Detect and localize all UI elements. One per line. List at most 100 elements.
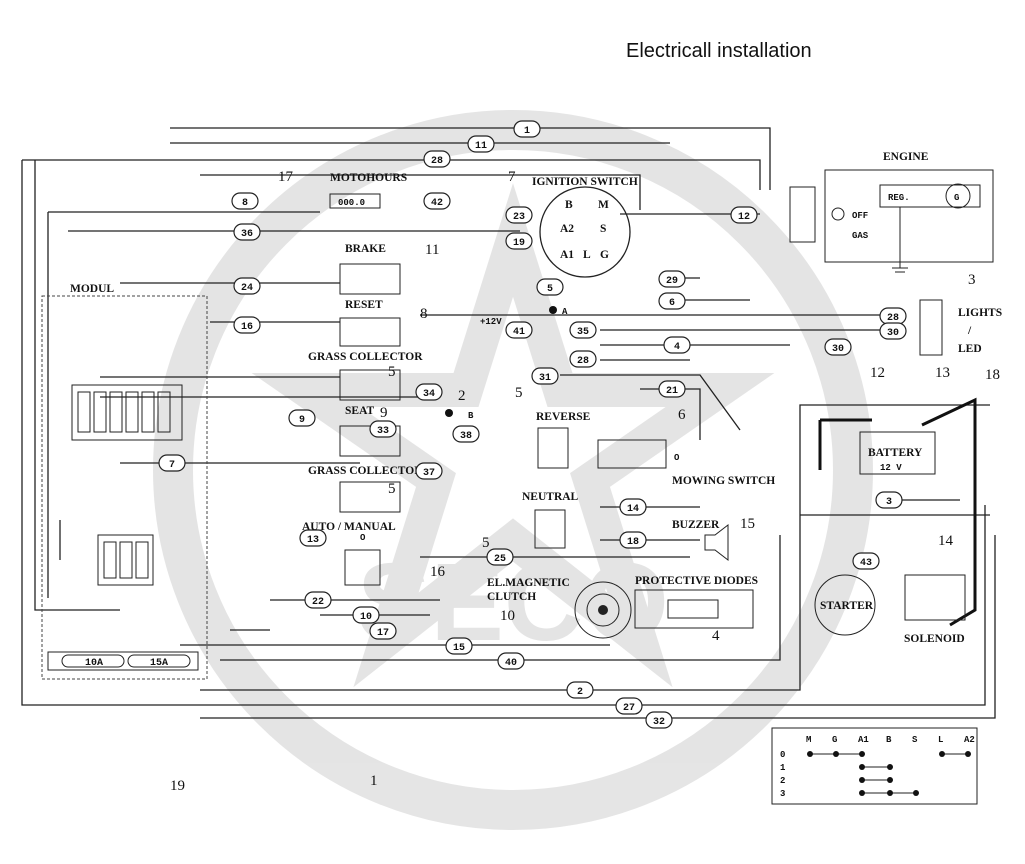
ignition-switch: IGNITION SWITCH B M A2 S A1 L G <box>532 176 638 278</box>
svg-text:11: 11 <box>475 141 487 152</box>
wire-label: 17 <box>369 622 397 640</box>
svg-text:24: 24 <box>241 283 253 294</box>
callout-number: 13 <box>935 365 950 381</box>
svg-text:14: 14 <box>627 504 639 515</box>
ign-g: G <box>600 249 609 261</box>
ignition-switch-label: IGNITION SWITCH <box>532 176 638 188</box>
svg-text:43: 43 <box>860 558 872 569</box>
lights-connector: LIGHTS / LED <box>919 299 1002 356</box>
wire-label: 37 <box>415 462 443 480</box>
callout-number: 2 <box>458 388 466 404</box>
callout-number: 4 <box>712 628 720 644</box>
brake-label: BRAKE <box>345 243 386 255</box>
svg-text:28: 28 <box>431 156 443 167</box>
wire-label: 5 <box>536 278 564 296</box>
table-header: B <box>886 735 892 745</box>
wire-label: 42 <box>423 192 451 210</box>
callout-number: 18 <box>985 367 1000 383</box>
wire-label: 38 <box>452 425 480 443</box>
reg-label: REG. <box>888 193 910 203</box>
grass-collector-2-label: GRASS COLLECTOR <box>308 465 423 477</box>
svg-text:28: 28 <box>887 313 899 324</box>
callout-number: 6 <box>678 407 686 423</box>
engine-label: ENGINE <box>883 151 929 163</box>
svg-text:41: 41 <box>513 327 525 338</box>
starter: STARTER <box>814 574 876 636</box>
table-row-label: 2 <box>780 776 785 786</box>
wire-label: 8 <box>231 192 259 210</box>
lights-slash: / <box>967 325 972 337</box>
solenoid-label: SOLENOID <box>904 633 965 645</box>
callout-number: 19 <box>170 778 185 794</box>
svg-text:21: 21 <box>666 386 678 397</box>
table-header: A1 <box>858 735 869 745</box>
svg-text:34: 34 <box>423 389 435 400</box>
battery-label: BATTERY <box>868 447 923 459</box>
modul-label: MODUL <box>70 283 114 295</box>
callout-number: 8 <box>420 306 428 322</box>
svg-text:19: 19 <box>513 238 525 249</box>
wire-label: 34 <box>415 383 443 401</box>
wire-label: 25 <box>486 548 514 566</box>
wire-label: 4 <box>663 336 691 354</box>
svg-text:28: 28 <box>577 356 589 367</box>
callout-number: 3 <box>968 272 976 288</box>
svg-text:23: 23 <box>513 212 525 223</box>
wire-label: 28 <box>569 350 597 368</box>
relay-bank-top <box>71 384 183 441</box>
protective-diodes-label: PROTECTIVE DIODES <box>635 575 758 587</box>
callout-number: 5 <box>515 385 523 401</box>
svg-text:25: 25 <box>494 554 506 565</box>
neutral-label: NEUTRAL <box>522 491 579 503</box>
callout-number: 7 <box>508 169 516 185</box>
protective-diodes: PROTECTIVE DIODES <box>634 575 758 629</box>
wire-label: 15 <box>445 637 473 655</box>
wire-label: 19 <box>505 232 533 250</box>
wire-label: 28 <box>879 307 907 325</box>
wire-label: 3 <box>875 491 903 509</box>
fuse-15a-label: 15A <box>150 658 168 669</box>
callout-number: 9 <box>380 405 388 421</box>
switch-mowing: MOWING SWITCH <box>597 439 775 487</box>
callout-number: 15 <box>740 516 755 532</box>
table-header: L <box>938 735 943 745</box>
misc-labels: +12V A B O O <box>360 306 680 543</box>
wire-label: 31 <box>531 367 559 385</box>
ign-a1: A1 <box>560 249 574 261</box>
wire-label: 43 <box>852 552 880 570</box>
svg-text:6: 6 <box>669 298 675 309</box>
wire-label: 40 <box>497 652 525 670</box>
seco-watermark: SECO <box>153 110 873 830</box>
ign-l: L <box>583 249 591 261</box>
wire-label: 7 <box>158 454 186 472</box>
svg-text:30: 30 <box>887 328 899 339</box>
wire-label: 16 <box>233 316 261 334</box>
wire-label: 22 <box>304 591 332 609</box>
wire-label: 21 <box>658 380 686 398</box>
wire-label: 14 <box>619 498 647 516</box>
ign-b: B <box>565 199 573 211</box>
grass-collector-1-label: GRASS COLLECTOR <box>308 351 423 363</box>
svg-text:22: 22 <box>312 597 324 608</box>
svg-text:30: 30 <box>832 344 844 355</box>
switch-auto-manual: AUTO / MANUAL <box>302 521 396 586</box>
callout-number: 11 <box>425 242 439 258</box>
svg-text:27: 27 <box>623 703 635 714</box>
wire-label: 9 <box>288 409 316 427</box>
harness-wires <box>21 127 996 719</box>
starter-label: STARTER <box>820 600 874 612</box>
wire-label: 36 <box>233 223 261 241</box>
svg-text:36: 36 <box>241 229 253 240</box>
svg-text:40: 40 <box>505 658 517 669</box>
off-label: OFF <box>852 211 868 221</box>
reset-label: RESET <box>345 299 383 311</box>
svg-text:35: 35 <box>577 327 589 338</box>
svg-text:12: 12 <box>738 212 750 223</box>
svg-text:32: 32 <box>653 717 665 728</box>
table-row-label: 0 <box>780 750 785 760</box>
wire-label: 6 <box>658 292 686 310</box>
generator-label: G <box>954 193 959 203</box>
callout-number: 14 <box>938 533 954 549</box>
svg-text:7: 7 <box>169 460 175 471</box>
